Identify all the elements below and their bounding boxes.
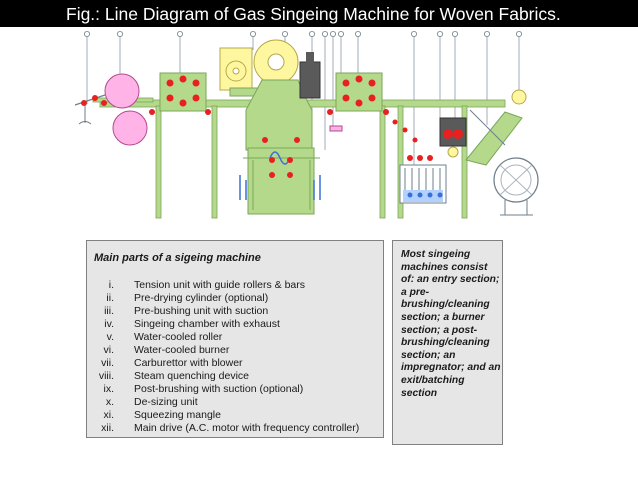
- part-label: Main drive (A.C. motor with frequency co…: [134, 422, 360, 434]
- part-item: viii. Steam quenching device: [87, 370, 385, 383]
- part-label: De-sizing unit: [134, 396, 198, 408]
- part-label: Singeing chamber with exhaust: [134, 318, 280, 330]
- exit-batching-section: [465, 89, 539, 216]
- title-bar: Fig.: Line Diagram of Gas Singeing Machi…: [0, 0, 638, 27]
- part-number: xii.: [101, 422, 114, 434]
- summary-note-text: Most singeing machines consist of: an en…: [401, 249, 501, 399]
- part-number: iii.: [104, 305, 114, 317]
- part-item: iv. Singeing chamber with exhaust: [87, 318, 385, 331]
- part-item: xi. Squeezing mangle: [87, 409, 385, 422]
- part-number: vii.: [101, 357, 114, 369]
- part-number: iv.: [104, 318, 114, 330]
- steam-quench: [329, 125, 343, 132]
- part-number: viii.: [98, 370, 114, 382]
- guide-rollers: [392, 119, 433, 161]
- part-number: ii.: [106, 292, 114, 304]
- part-label: Pre-bushing unit with suction: [134, 305, 269, 317]
- part-label: Tension unit with guide rollers & bars: [134, 279, 306, 291]
- singeing-chamber: [243, 52, 321, 215]
- part-item: vii. Carburettor with blower: [87, 357, 385, 370]
- pre-brushing-unit: [149, 72, 211, 115]
- main-parts-heading: Main parts of a sigeing machine: [94, 252, 261, 264]
- desizing-unit: [399, 164, 447, 204]
- water-cooled-rollers: [262, 137, 300, 178]
- part-item: iii. Pre-bushing unit with suction: [87, 305, 385, 318]
- part-item: vi. Water-cooled burner: [87, 344, 385, 357]
- squeezing-mangle: [439, 117, 467, 158]
- part-label: Water-cooled roller: [134, 331, 223, 343]
- part-item: ii. Pre-drying cylinder (optional): [87, 292, 385, 305]
- part-number: v.: [106, 331, 114, 343]
- part-number: x.: [105, 396, 114, 408]
- part-number: i.: [108, 279, 114, 291]
- tension-unit: [74, 94, 107, 125]
- part-number: ix.: [103, 383, 115, 395]
- summary-note-panel: Most singeing machines consist of: an en…: [392, 240, 503, 445]
- part-item: i. Tension unit with guide rollers & bars: [87, 279, 385, 292]
- part-label: Carburettor with blower: [134, 357, 243, 369]
- part-item: ix. Post-brushing with suction (optional): [87, 383, 385, 396]
- part-label: Water-cooled burner: [134, 344, 230, 356]
- part-number: xi.: [103, 409, 115, 421]
- figure-title: Fig.: Line Diagram of Gas Singeing Machi…: [66, 4, 561, 24]
- pre-drying-cylinders: [104, 73, 148, 146]
- callout-markers: [84, 30, 523, 37]
- part-item: xii. Main drive (A.C. motor with frequenc…: [87, 422, 385, 435]
- part-number: vi.: [103, 344, 115, 356]
- part-label: Squeezing mangle: [134, 409, 221, 421]
- part-label: Pre-drying cylinder (optional): [134, 292, 269, 304]
- part-label: Steam quenching device: [134, 370, 249, 382]
- post-brushing-unit: [327, 72, 389, 115]
- machine-diagram: [74, 30, 539, 219]
- burner-assembly: [239, 151, 321, 200]
- part-item: v. Water-cooled roller: [87, 331, 385, 344]
- part-item: x. De-sizing unit: [87, 396, 385, 409]
- main-parts-panel: Main parts of a sigeing machine i. Tensio…: [86, 240, 384, 438]
- part-label: Post-brushing with suction (optional): [134, 383, 304, 395]
